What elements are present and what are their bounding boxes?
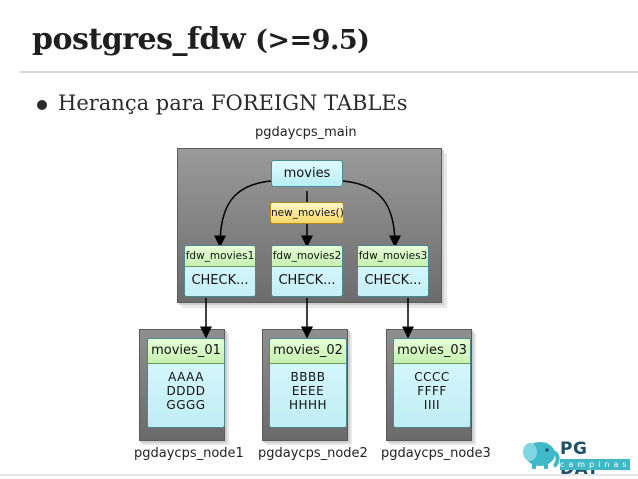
elephant-icon [523,442,560,469]
arrow-movies-to-fdw1 [214,180,272,248]
foreign-table-check: CHECK... [272,267,342,296]
main-server-label: pgdaycps_main [255,125,357,140]
node3-label: pgdaycps_node3 [381,446,491,461]
node-table-movies-03: movies_03 CCCC FFFF IIII [393,338,471,428]
row-value: IIII [423,398,441,412]
foreign-table-fdw-movies2: fdw_movies2 CHECK... [271,245,343,297]
row-value: DDDD [166,384,206,398]
node-table-rows: CCCC FFFF IIII [394,364,470,427]
foreign-table-name: fdw_movies2 [272,246,342,267]
node-table-rows: BBBB EEEE HHHH [270,364,346,427]
row-value: FFFF [417,384,447,398]
row-value: HHHH [288,398,328,412]
node-table-rows: AAAA DDDD GGGG [148,364,224,427]
node-table-name: movies_03 [394,339,470,364]
row-value: AAAA [168,370,204,384]
slide-title: postgres_fdw (>=9.5) [32,22,370,57]
foreign-table-name: fdw_movies3 [358,246,428,267]
foreign-table-check: CHECK... [185,267,255,296]
slide-title-main: postgres_fdw [32,22,246,57]
title-divider [20,71,638,73]
row-value: BBBB [290,370,326,384]
node-table-name: movies_02 [270,339,346,364]
node-table-movies-02: movies_02 BBBB EEEE HHHH [269,338,347,428]
node1-label: pgdaycps_node1 [134,446,244,461]
slide-title-suffix: (>=9.5) [255,25,370,56]
pgday-logo: PG DAY campinas [520,438,632,479]
foreign-table-check: CHECK... [358,267,428,296]
foreign-table-fdw-movies3: fdw_movies3 CHECK... [357,245,429,297]
foreign-table-fdw-movies1: fdw_movies1 CHECK... [184,245,256,297]
bullet-text: Herança para FOREIGN TABLEs [58,91,408,115]
node2-label: pgdaycps_node2 [258,446,368,461]
bullet-dot [37,100,47,110]
footer-divider [0,474,638,476]
row-value: CCCC [414,370,450,384]
parent-table-movies: movies [271,160,343,187]
row-value: GGGG [166,398,206,412]
new-movies-function: new_movies() [270,202,344,224]
node-table-name: movies_01 [148,339,224,364]
node-table-movies-01: movies_01 AAAA DDDD GGGG [147,338,225,428]
logo-subtitle: campinas [560,459,631,470]
row-value: EEEE [291,384,325,398]
foreign-table-name: fdw_movies1 [185,246,255,267]
arrow-movies-to-fdw3 [342,180,401,248]
